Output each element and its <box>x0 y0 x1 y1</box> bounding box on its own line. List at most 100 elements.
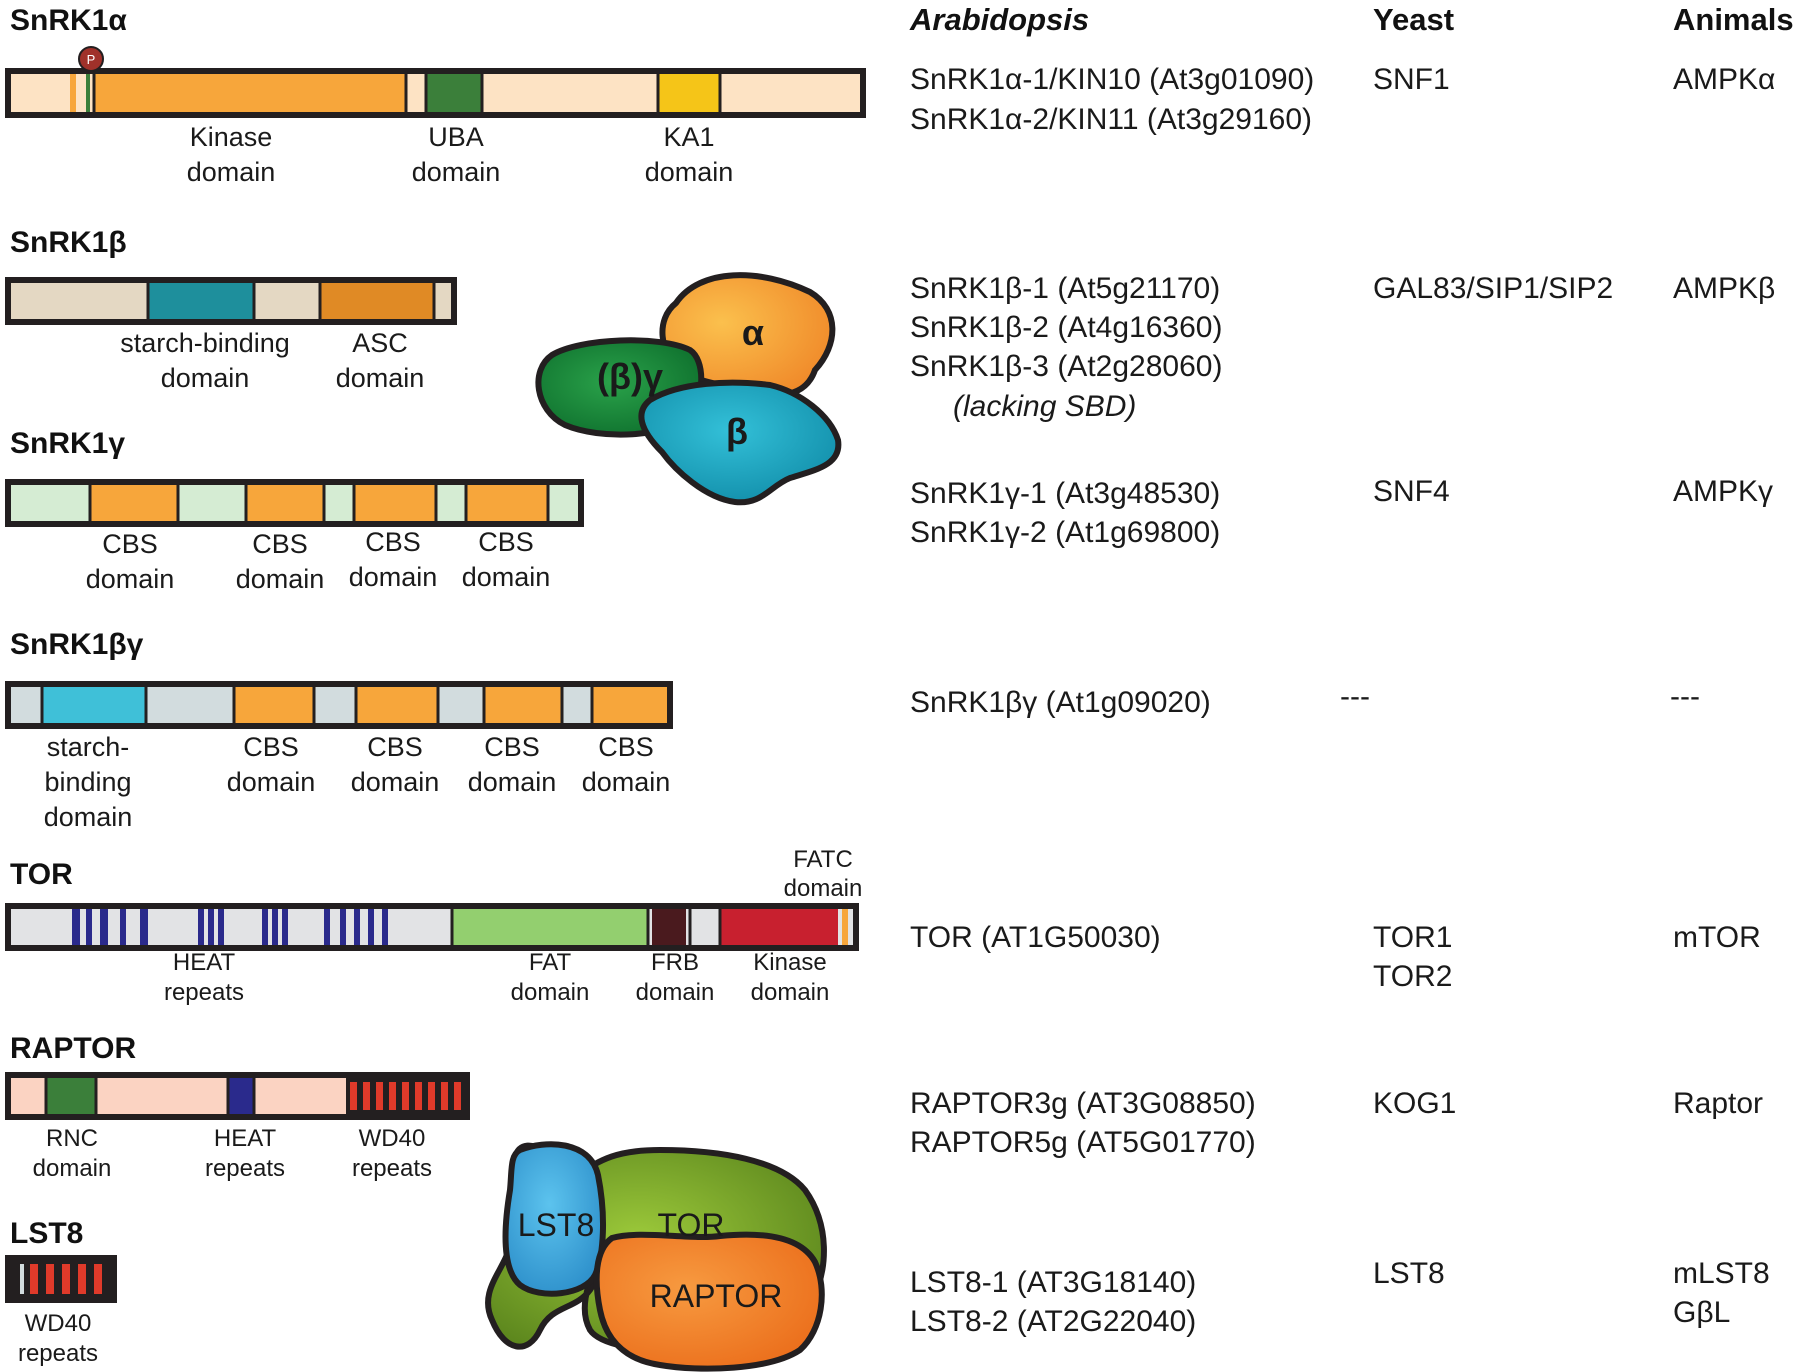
starch-binding-domain <box>148 283 254 319</box>
ortholog-animals: mTOR <box>1673 921 1761 954</box>
protein-name: SnRK1βγ <box>10 628 144 661</box>
ortholog-arabidopsis: SnRK1α-1/KIN10 (At3g01090) <box>910 63 1314 96</box>
cbs-domain <box>90 485 178 521</box>
protein-name: SnRK1α <box>10 4 127 37</box>
ortholog-animals: AMPKβ <box>1673 272 1775 305</box>
domain-label: CBS <box>243 732 299 762</box>
torc1-complex-illustration: LST8 TOR RAPTOR <box>485 1141 827 1372</box>
frb-domain <box>652 909 686 945</box>
kinase-domain <box>94 74 406 112</box>
ka1-domain <box>658 74 720 112</box>
ortholog-arabidopsis: RAPTOR5g (AT5G01770) <box>910 1126 1256 1159</box>
ortholog-arabidopsis: TOR (AT1G50030) <box>910 921 1161 954</box>
tor-kinase-domain <box>720 909 838 945</box>
ortholog-animals: Raptor <box>1673 1087 1763 1120</box>
domain-label: repeats <box>205 1155 285 1182</box>
column-header-arabidopsis: Arabidopsis <box>909 2 1089 37</box>
domain-label: domain <box>236 564 325 594</box>
domain-label: KA1 <box>663 122 714 152</box>
ortholog-arabidopsis: SnRK1β-2 (At4g16360) <box>910 311 1222 344</box>
column-header-animals: Animals <box>1673 2 1794 37</box>
ortholog-yeast: SNF1 <box>1373 63 1450 96</box>
ortholog-animals: mLST8 <box>1673 1257 1770 1290</box>
domain-label: domain <box>751 979 830 1006</box>
domain-label: domain <box>468 767 557 797</box>
domain-label: domain <box>511 979 590 1006</box>
domain-label: Kinase <box>753 949 826 976</box>
cbs-domain <box>246 485 324 521</box>
protein-snrk1-beta: SnRK1β starch-binding domain ASC domain … <box>5 226 1775 423</box>
protein-tor: TOR FATC domain HEAT repeats FAT domain … <box>5 846 1761 1006</box>
ortholog-arabidopsis: LST8-1 (AT3G18140) <box>910 1266 1196 1299</box>
protein-name: SnRK1γ <box>10 427 125 460</box>
domain-label: WD40 <box>25 1310 92 1337</box>
cbs-domain <box>484 687 562 723</box>
ortholog-arabidopsis: LST8-2 (AT2G22040) <box>910 1305 1196 1338</box>
ortholog-animals: GβL <box>1673 1296 1730 1329</box>
domain-label: domain <box>161 363 250 393</box>
wd40-repeat-stripes <box>20 1264 102 1294</box>
domain-label: starch- <box>47 732 130 762</box>
heat-repeat <box>228 1078 254 1114</box>
cbs-domain <box>356 687 438 723</box>
domain-label: domain <box>412 157 501 187</box>
domain-label: domain <box>582 767 671 797</box>
cbs-domain <box>466 485 548 521</box>
domain-label: CBS <box>478 527 534 557</box>
ortholog-arabidopsis: SnRK1β-3 (At2g28060) <box>910 350 1222 383</box>
domain-label: domain <box>336 363 425 393</box>
asc-domain <box>320 283 434 319</box>
protein-snrk1-alpha: SnRK1α P Kinase domain UBA domain KA1 do… <box>5 4 1775 187</box>
ortholog-arabidopsis: SnRK1βγ (At1g09020) <box>910 686 1211 719</box>
domain-label: domain <box>645 157 734 187</box>
ortholog-arabidopsis: SnRK1α-2/KIN11 (At3g29160) <box>910 103 1312 136</box>
domain-label: HEAT <box>173 949 236 976</box>
phospho-badge-label: P <box>87 52 96 67</box>
ortholog-arabidopsis: SnRK1γ-2 (At1g69800) <box>910 516 1220 549</box>
raptor-subunit-shape <box>593 1231 825 1372</box>
cbs-domain <box>354 485 436 521</box>
protein-lst8: LST8 WD40 repeats LST8-1 (AT3G18140) LST… <box>5 1217 1770 1367</box>
protein-bar <box>5 903 859 951</box>
protein-name: LST8 <box>10 1217 83 1250</box>
raptor-subunit-label: RAPTOR <box>650 1278 783 1314</box>
ortholog-yeast: --- <box>1340 680 1370 713</box>
domain-label: repeats <box>164 979 244 1006</box>
ortholog-yeast: TOR2 <box>1373 960 1452 993</box>
lst8-subunit-shape <box>502 1141 606 1297</box>
ortholog-yeast: GAL83/SIP1/SIP2 <box>1373 272 1613 305</box>
rnc-domain <box>46 1078 96 1114</box>
protein-name: SnRK1β <box>10 226 127 259</box>
domain-label: UBA <box>428 122 484 152</box>
protein-snrk1-gamma: SnRK1γ CBS domain CBS domain CBS domain … <box>5 427 1773 594</box>
domain-label: repeats <box>352 1155 432 1182</box>
cbs-domain <box>592 687 667 723</box>
domain-label: CBS <box>252 529 308 559</box>
lst8-subunit-label: LST8 <box>518 1207 594 1243</box>
domain-label: CBS <box>484 732 540 762</box>
heat-repeats <box>72 909 388 945</box>
domain-label: FAT <box>529 949 572 976</box>
domain-label: domain <box>351 767 440 797</box>
domain-label: RNC <box>46 1125 98 1152</box>
domain-label: CBS <box>598 732 654 762</box>
gamma-subunit-label: (β)γ <box>597 356 663 397</box>
ortholog-arabidopsis: SnRK1γ-1 (At3g48530) <box>910 477 1220 510</box>
domain-label: domain <box>86 564 175 594</box>
ortholog-animals: AMPKγ <box>1673 475 1773 508</box>
domain-label: binding <box>44 767 131 797</box>
ortholog-yeast: SNF4 <box>1373 475 1450 508</box>
beta-subunit-shape <box>638 379 842 506</box>
wd40-repeat-stripes <box>350 1082 461 1110</box>
domain-label: starch-binding <box>120 328 290 358</box>
phospho-badge <box>78 46 104 72</box>
domain-label: Kinase <box>190 122 273 152</box>
ortholog-note: (lacking SBD) <box>953 390 1136 423</box>
protein-snrk1-beta-gamma: SnRK1βγ starch- binding domain CBS domai… <box>5 628 1700 832</box>
uba-domain <box>426 74 482 112</box>
domain-label: domain <box>784 875 863 902</box>
domain-label: domain <box>187 157 276 187</box>
domain-label: repeats <box>18 1340 98 1367</box>
domain-label: CBS <box>365 527 421 557</box>
